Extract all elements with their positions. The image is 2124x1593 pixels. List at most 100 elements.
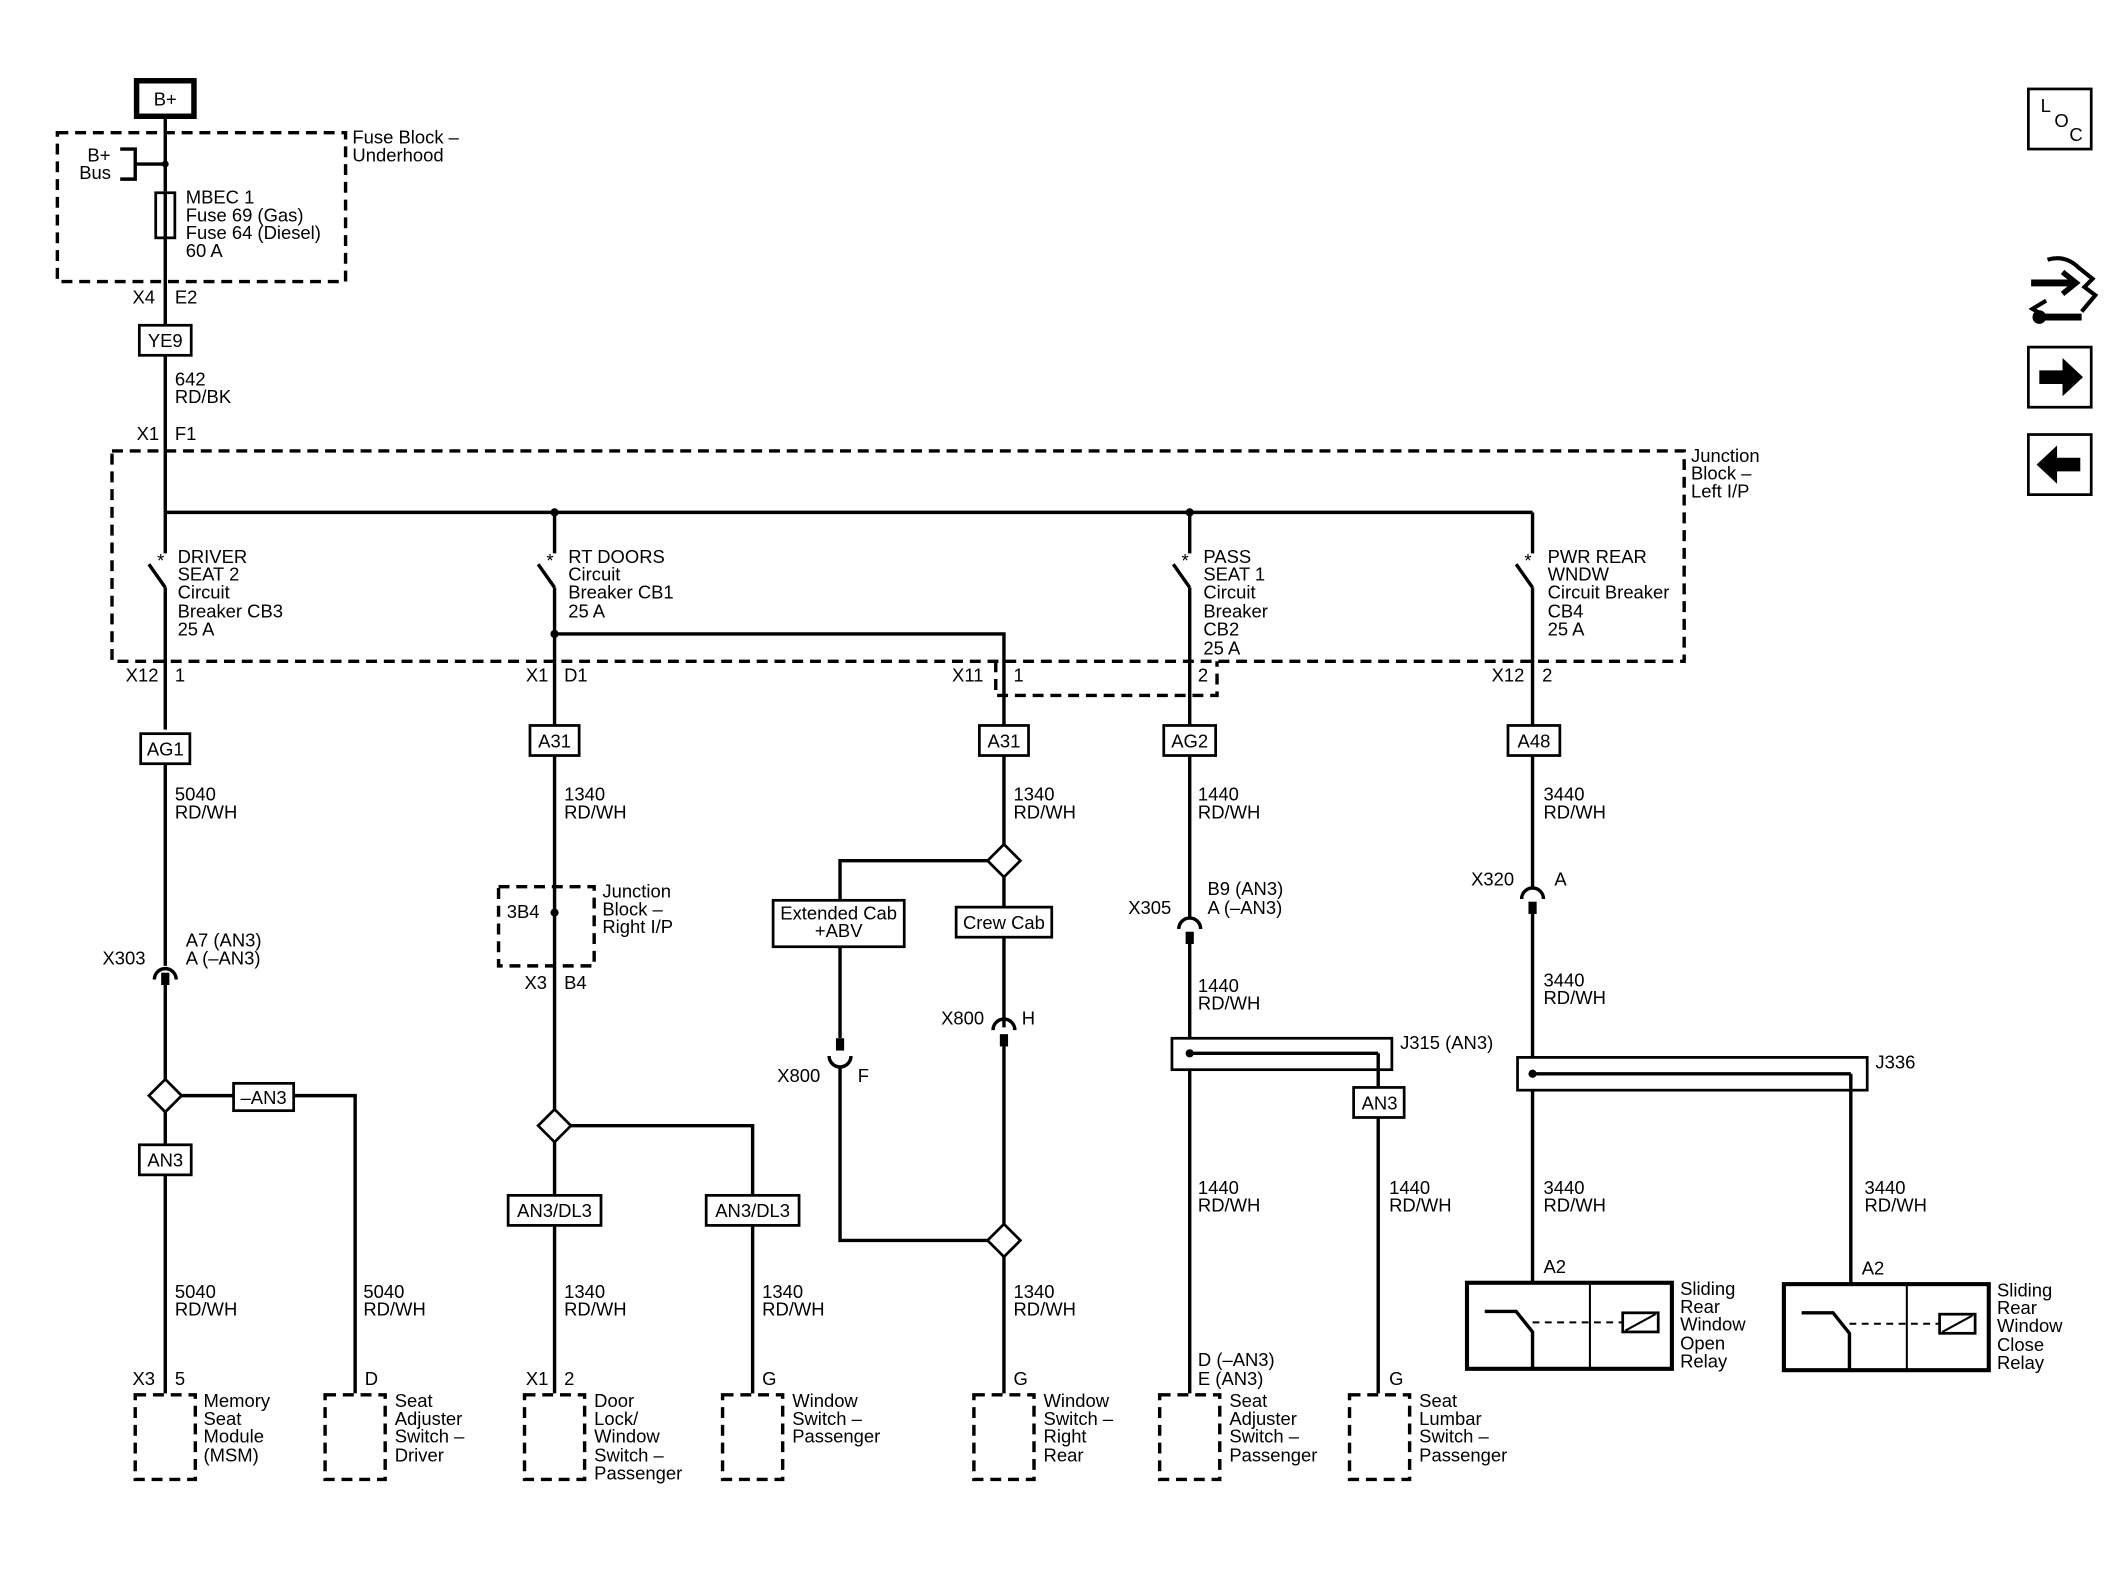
fuse-block-underhood: Fuse Block – Underhood B+ Bus MBEC 1 Fus… (55, 127, 460, 284)
relay-open-label-5: Relay (1680, 1350, 1728, 1371)
seat-adj-pass-label-3: Switch – (1229, 1426, 1299, 1447)
seat-adj-driver-label-2: Adjuster (395, 1408, 463, 1429)
pin-g-winpass: G (762, 1368, 776, 1389)
splice-j336-label: J336 (1875, 1051, 1915, 1072)
option-a48: A48 (1518, 730, 1551, 751)
connector-x305: X305 (1128, 897, 1171, 918)
jb-right-title: Junction (602, 881, 671, 902)
option-ye9: YE9 (148, 330, 183, 351)
relay-close-pin: A2 (1862, 1258, 1885, 1279)
component-seat-adjuster-driver: D Seat Adjuster Switch – Driver (323, 1368, 465, 1482)
relay-open-label-4: Open (1680, 1333, 1725, 1354)
connector-x4: X4 (132, 286, 155, 307)
msm-label-3: Module (204, 1426, 264, 1447)
relay-contact-icon-close (1801, 1311, 1852, 1371)
seat-adj-pass-label-2: Adjuster (1229, 1408, 1297, 1429)
cb1-label-2: Circuit (568, 564, 620, 585)
connector-x303: X303 (102, 948, 145, 969)
pin-d1: D1 (564, 665, 588, 686)
pin-e2: E2 (175, 286, 198, 307)
component-window-switch-right-rear: G Window Switch – Right Rear (972, 1368, 1114, 1482)
color-rdwh-rear: RD/WH (1014, 801, 1076, 822)
pin-b9: B9 (AN3) (1207, 878, 1283, 899)
option-ag1: AG1 (147, 739, 184, 760)
circuit-3440-d: 3440 (1864, 1177, 1905, 1198)
color-rdwh-winrr: RD/WH (1014, 1299, 1076, 1320)
circuit-1440-b: 1440 (1198, 975, 1239, 996)
seat-adj-driver-label-4: Driver (395, 1445, 444, 1466)
pin-h: H (1022, 1008, 1035, 1029)
fuse-block-title-2: Underhood (352, 144, 443, 165)
branch-driver-seat: AG1 5040 RD/WH X303 A7 (AN3) A (–AN3) –A… (102, 732, 426, 1394)
relay-close-label: Sliding (1997, 1279, 2052, 1300)
pin-f1: F1 (175, 423, 197, 444)
color-rdwh-door: RD/WH (564, 1299, 626, 1320)
cb2-label-2: SEAT 1 (1203, 564, 1265, 585)
pin-f: F (858, 1065, 869, 1086)
win-pass-label-3: Passenger (792, 1426, 880, 1447)
relay-contact-icon (1484, 1309, 1535, 1369)
option-extended-cab: Extended Cab (780, 902, 897, 923)
battery-source: B+ (133, 78, 197, 120)
cb2-label: PASS (1203, 546, 1251, 567)
circuit-1340-winrr: 1340 (1014, 1281, 1055, 1302)
seat-adj-pass-label-4: Passenger (1229, 1445, 1317, 1466)
pin-g-lumbar: G (1389, 1368, 1403, 1389)
msm-label-4: (MSM) (204, 1445, 259, 1466)
seat-adj-driver-label-3: Switch – (395, 1426, 465, 1447)
pin-2: 2 (1542, 665, 1552, 686)
circuit-1340-winpass: 1340 (762, 1281, 803, 1302)
component-door-lock-window-switch: X1 2 Door Lock/ Window Switch – Passenge… (522, 1368, 682, 1483)
junction-block-title: Junction (1691, 445, 1760, 466)
pin-a-x320: A (1554, 868, 1567, 889)
fuse-rating: 60 A (186, 240, 224, 261)
pin-a7: A7 (AN3) (186, 930, 262, 951)
connector-x800-h: X800 (941, 1008, 984, 1029)
junction-block-left-ip: Junction Block – Left I/P (110, 445, 1760, 663)
cb4-label-2: WNDW (1548, 564, 1610, 585)
jb-right-title-3: Right I/P (602, 916, 673, 937)
cb1-label-3: Breaker CB1 (568, 581, 673, 602)
loc-icon[interactable]: L O C (2027, 87, 2093, 151)
color-rdwh-1440-c: RD/WH (1198, 1195, 1260, 1216)
relay-close-label-2: Rear (1997, 1297, 2037, 1318)
win-pass-label-2: Switch – (792, 1408, 862, 1429)
seat-adj-pass-label: Seat (1229, 1390, 1267, 1411)
color-rdwh-msm: RD/WH (175, 1299, 237, 1320)
option-an3: AN3 (147, 1150, 183, 1171)
relay-close-label-5: Relay (1997, 1352, 2045, 1373)
inline-connector-x305 (1177, 916, 1203, 930)
pin-2-door: 2 (564, 1368, 574, 1389)
component-memory-seat-module: X3 5 Memory Seat Module (MSM) (132, 1368, 271, 1482)
branch-pwr-rear-window: A48 3440 RD/WH X320 A 3440 RD/WH J336 34… (1471, 724, 1927, 1285)
arrow-left-icon[interactable] (2027, 433, 2093, 496)
door-lock-label-2: Lock/ (594, 1408, 639, 1429)
msm-label-2: Seat (204, 1408, 242, 1429)
wrench-connector-icon[interactable] (2028, 256, 2099, 324)
pin-a: A (–AN3) (186, 948, 261, 969)
circuit-1440: 1440 (1198, 784, 1239, 805)
relay-open-label-3: Window (1680, 1314, 1746, 1335)
fuse-gas: Fuse 69 (Gas) (186, 204, 304, 225)
door-lock-label-3: Window (594, 1426, 660, 1447)
circuit-1340: 1340 (564, 784, 605, 805)
option-an3-dl3-right: AN3/DL3 (715, 1200, 790, 1221)
circuit-3440-c: 3440 (1543, 1177, 1584, 1198)
splice-diamond-rtdoors (536, 1107, 573, 1145)
fuse-diesel: Fuse 64 (Diesel) (186, 222, 321, 243)
color-rdwh-3440-d: RD/WH (1864, 1195, 1926, 1216)
connector-x12: X12 (126, 665, 159, 686)
splice-diamond (146, 1077, 184, 1114)
junction-block-title-3: Left I/P (1691, 480, 1749, 501)
splice-diamond-join (985, 1222, 1023, 1259)
loc-letter-o: O (2054, 110, 2068, 131)
win-rr-label: Window (1044, 1390, 1110, 1411)
win-rr-label-2: Switch – (1044, 1408, 1114, 1429)
pin-5: 5 (175, 1368, 185, 1389)
arrow-right-icon[interactable] (2027, 345, 2093, 409)
fuse-block-title: Fuse Block – (352, 127, 459, 148)
cb3-label: DRIVER (178, 546, 248, 567)
option-an3-dl3-left: AN3/DL3 (517, 1200, 592, 1221)
circuit-3440: 3440 (1543, 784, 1584, 805)
connector-x800-f: X800 (777, 1065, 820, 1086)
